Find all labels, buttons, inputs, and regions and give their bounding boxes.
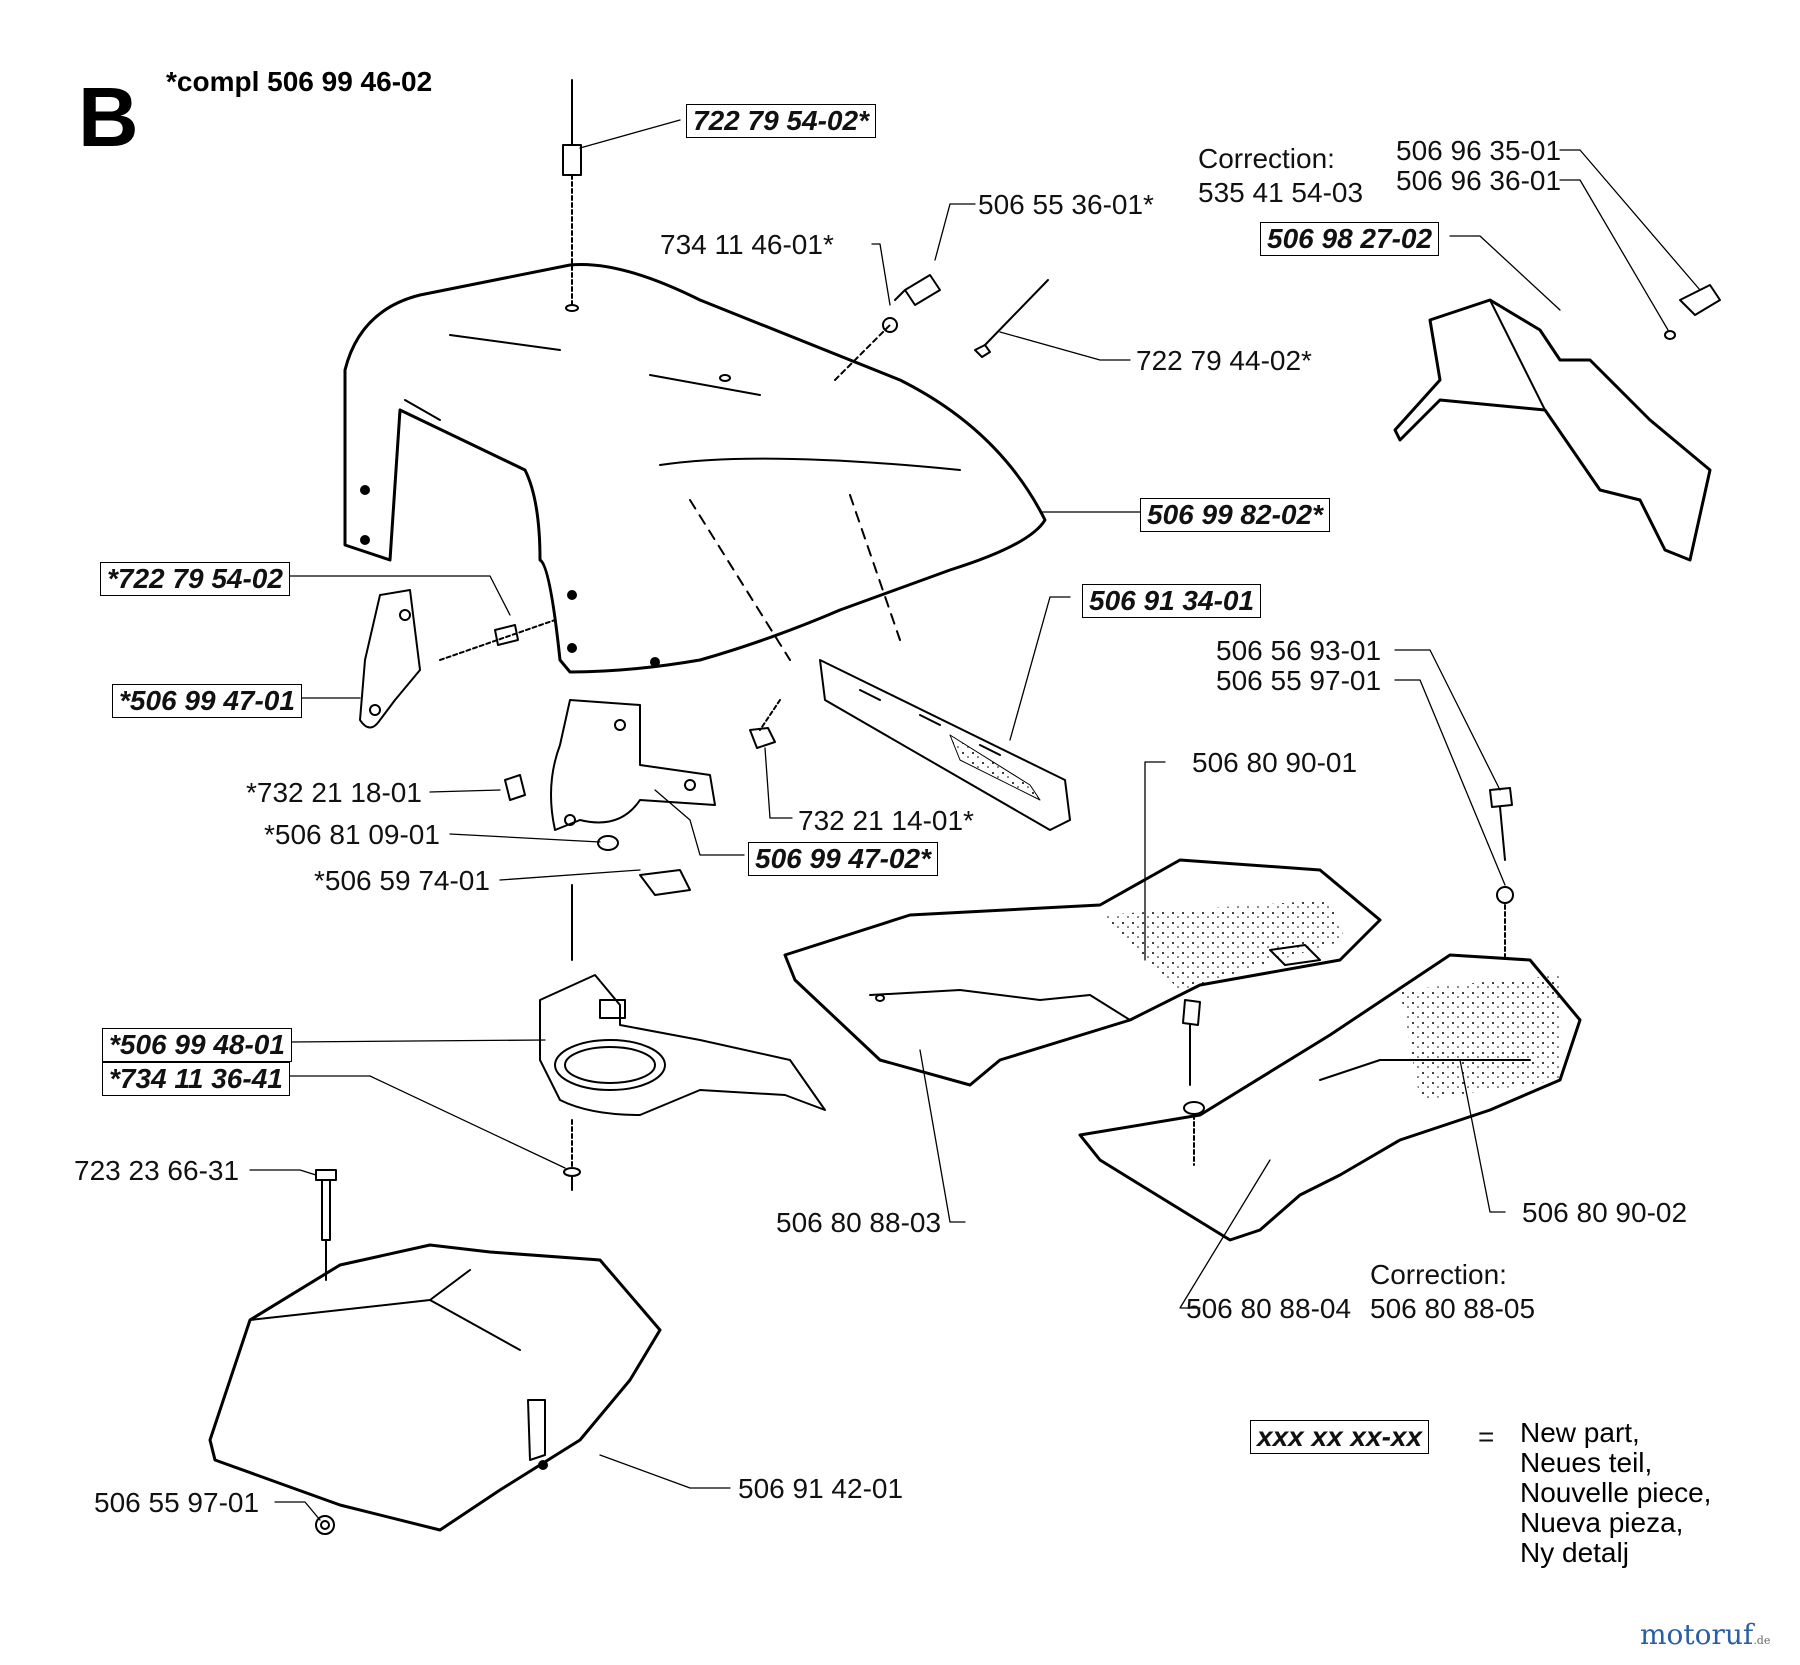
legend-line: New part, xyxy=(1520,1417,1640,1448)
legend-equals: = xyxy=(1478,1421,1495,1452)
part-label-506-56-93-01: 506 56 93-01 xyxy=(1216,635,1382,666)
part-label-506-55-36-01: 506 55 36-01* xyxy=(978,189,1154,220)
part-label-star-722-79-54-02: *722 79 54-02 xyxy=(100,562,290,596)
correction-title-bottom: Correction: xyxy=(1370,1259,1507,1290)
right-bracket xyxy=(551,700,715,830)
legend-symbol: xxx xx xx-xx xyxy=(1250,1420,1430,1454)
part-label-506-96-36-01: 506 96 36-01 xyxy=(1396,165,1562,196)
part-label-506-91-42-01: 506 91 42-01 xyxy=(738,1473,904,1504)
complete-assembly-label: *compl 506 99 46-02 xyxy=(166,66,433,97)
part-label-506-59-74-01: *506 59 74-01 xyxy=(314,865,490,896)
part-label-506-55-97-01-left: 506 55 97-01 xyxy=(94,1487,260,1518)
grille xyxy=(820,660,1070,830)
part-label-506-80-90-02: 506 80 90-02 xyxy=(1522,1197,1688,1228)
part-label-506-99-48-01: *506 99 48-01 xyxy=(102,1028,292,1062)
seat-holder xyxy=(540,975,825,1190)
legend-line: Nueva pieza, xyxy=(1520,1507,1684,1538)
part-label-506-99-47-02: 506 99 47-02* xyxy=(748,842,938,876)
brand-suffix: .de xyxy=(1753,1634,1771,1647)
legend-description: New part, Neues teil, Nouvelle piece, Nu… xyxy=(1520,1418,1711,1568)
legend-line: Ny detalj xyxy=(1520,1537,1629,1568)
floor-mat-right xyxy=(1080,955,1580,1240)
part-label-506-80-88-05: 506 80 88-05 xyxy=(1370,1293,1536,1324)
mat-screw xyxy=(1183,1000,1204,1165)
part-label-734-11-46-01: 734 11 46-01* xyxy=(660,229,834,260)
part-label-506-91-34-01: 506 91 34-01 xyxy=(1082,584,1262,618)
legend-line: Nouvelle piece, xyxy=(1520,1477,1712,1508)
correction-title-top: Correction: xyxy=(1198,143,1335,174)
part-label-506-55-97-01-right: 506 55 97-01 xyxy=(1216,665,1382,696)
part-label-723-23-66-31: 723 23 66-31 xyxy=(74,1155,240,1186)
rivet-top xyxy=(563,80,581,311)
left-bracket xyxy=(360,590,555,728)
hood-outline xyxy=(345,264,1045,672)
screw-right xyxy=(1490,788,1513,960)
part-label-506-99-82-02: 506 99 82-02* xyxy=(1140,498,1330,532)
legend-line: Neues teil, xyxy=(1520,1447,1653,1478)
nut xyxy=(750,700,780,748)
part-label-506-98-27-02: 506 98 27-02 xyxy=(1260,222,1440,256)
part-label-506-80-88-03: 506 80 88-03 xyxy=(776,1207,942,1238)
part-label-506-81-09-01: *506 81 09-01 xyxy=(264,819,440,850)
correction-value-top: 535 41 54-03 xyxy=(1198,177,1364,208)
brand-name: motoruf xyxy=(1640,1618,1754,1651)
part-label-734-11-36-41: *734 11 36-41 xyxy=(102,1062,290,1096)
fender-top-right xyxy=(1395,285,1720,560)
part-label-506-99-47-01: *506 99 47-01 xyxy=(112,684,302,718)
part-label-732-21-18-01: *732 21 18-01 xyxy=(246,777,422,808)
hood-screw xyxy=(835,275,1048,380)
part-label-506-96-35-01: 506 96 35-01 xyxy=(1396,135,1562,166)
brand-watermark: motoruf.de xyxy=(1640,1618,1770,1651)
section-letter: B xyxy=(78,70,139,164)
part-label-722-79-54-02: 722 79 54-02* xyxy=(686,104,876,138)
part-label-506-80-90-01: 506 80 90-01 xyxy=(1192,747,1358,778)
leader-lines xyxy=(250,120,1700,1520)
part-label-732-21-14-01: 732 21 14-01* xyxy=(798,805,974,836)
bolts-left xyxy=(505,775,690,960)
floor-mat-left xyxy=(785,860,1380,1085)
battery-cover xyxy=(210,1170,660,1534)
part-label-722-79-44-02: 722 79 44-02* xyxy=(1136,345,1312,376)
part-label-506-80-88-04: 506 80 88-04 xyxy=(1186,1293,1352,1324)
